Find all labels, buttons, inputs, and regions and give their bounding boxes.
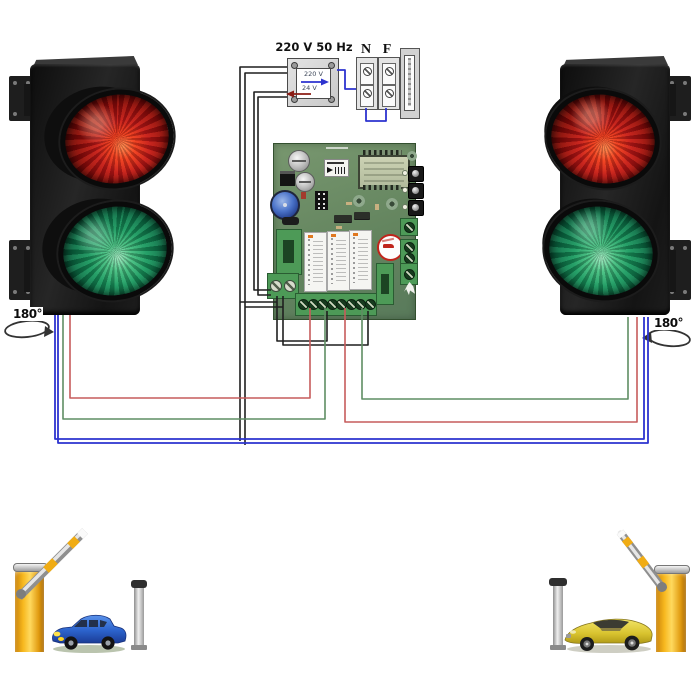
ic-chip <box>334 215 352 222</box>
resistor <box>346 202 352 205</box>
quality-stamp <box>377 234 404 261</box>
push-button-2 <box>408 183 424 199</box>
status-led <box>402 170 408 176</box>
terminal-n-label: N <box>360 42 372 57</box>
aux-connector <box>400 263 418 285</box>
resistor <box>375 204 379 210</box>
transformer-screw <box>291 62 298 69</box>
pin-header <box>315 191 328 210</box>
voltage-regulator <box>280 171 295 186</box>
transformer-voltage-label: 220 V 50 Hz <box>275 40 353 54</box>
status-led <box>402 204 408 210</box>
barcode-sticker <box>324 159 349 177</box>
right-rotation-label: 180° <box>653 316 685 330</box>
transformer-winding-box: 220 V 24 V <box>296 68 331 99</box>
fuse-window <box>404 55 415 111</box>
wire-left-green <box>62 308 326 420</box>
primary-voltage-label: 220 V <box>304 70 323 78</box>
left-rotation-arc <box>4 319 50 339</box>
fuse-element <box>407 58 411 106</box>
status-led <box>402 187 408 193</box>
wire-right-red <box>344 308 638 423</box>
yellow-car <box>564 618 653 653</box>
left-barrier-cabinet <box>15 568 44 652</box>
right-photocell-column <box>553 584 563 646</box>
secondary-voltage-label: 24 V <box>302 84 317 92</box>
left-photocell-column <box>134 586 144 648</box>
left-rotation-arrow <box>44 326 54 337</box>
terminal-unit <box>360 63 374 85</box>
push-button-3 <box>408 200 424 216</box>
terminal-unit <box>360 85 374 107</box>
fuse-holder <box>400 48 420 119</box>
right-photocell-head <box>549 578 567 586</box>
wire-common-blue-1 <box>54 315 645 440</box>
aux-connector <box>400 218 418 236</box>
power-terminal-block <box>276 229 302 275</box>
relay-1 <box>304 232 327 292</box>
transformer-screw <box>328 96 335 103</box>
terminal-block-phase <box>378 57 400 110</box>
wire-right-green <box>361 308 629 400</box>
push-button-1 <box>408 166 424 182</box>
transformer-screw <box>291 96 298 103</box>
right-rotation-arrow <box>642 332 652 343</box>
traffic-light-left <box>28 55 183 317</box>
wire-common-blue-2 <box>57 315 649 444</box>
left-barrier-cap <box>13 563 48 572</box>
terminal-f-label: F <box>382 42 392 57</box>
lcd-display <box>358 155 410 189</box>
ic-chip <box>354 212 370 219</box>
diode <box>282 217 299 225</box>
control-board <box>267 143 424 320</box>
left-rotation-label: 180° <box>12 307 44 321</box>
right-barrier-cap <box>654 565 690 574</box>
eagle-logo <box>404 282 415 295</box>
mounting-hole <box>353 195 365 207</box>
terminal-unit <box>382 63 396 85</box>
trimmer-capacitor <box>288 150 310 172</box>
relay-2 <box>327 231 350 291</box>
terminal-block-neutral <box>356 57 378 110</box>
wire-transformer-to-neutral <box>337 69 356 90</box>
right-photocell-base <box>550 645 566 650</box>
lcd-pin-header <box>363 185 401 190</box>
trimmer-capacitor <box>295 172 315 192</box>
blue-car <box>52 614 127 653</box>
transformer: 220 V 24 V <box>287 58 339 107</box>
transformer-screw <box>328 62 335 69</box>
jumper-block <box>376 263 394 305</box>
traffic-light-right <box>533 55 672 317</box>
output-terminal-strip <box>295 293 377 316</box>
relay-3 <box>349 230 372 290</box>
left-photocell-base <box>131 645 147 650</box>
silkscreen-text <box>326 147 348 149</box>
terminal-unit <box>382 85 396 107</box>
left-photocell-head <box>131 580 147 588</box>
mounting-hole <box>386 198 398 210</box>
lcd-pin-header <box>363 150 402 155</box>
aux-connector <box>400 239 418 266</box>
electrolytic-capacitor <box>270 190 300 220</box>
resistor <box>336 226 342 229</box>
wire-left-red <box>69 308 311 399</box>
resistor <box>301 192 306 199</box>
mounting-hole <box>407 151 417 161</box>
right-barrier-cabinet <box>656 570 686 652</box>
right-rotation-arc <box>647 328 691 348</box>
